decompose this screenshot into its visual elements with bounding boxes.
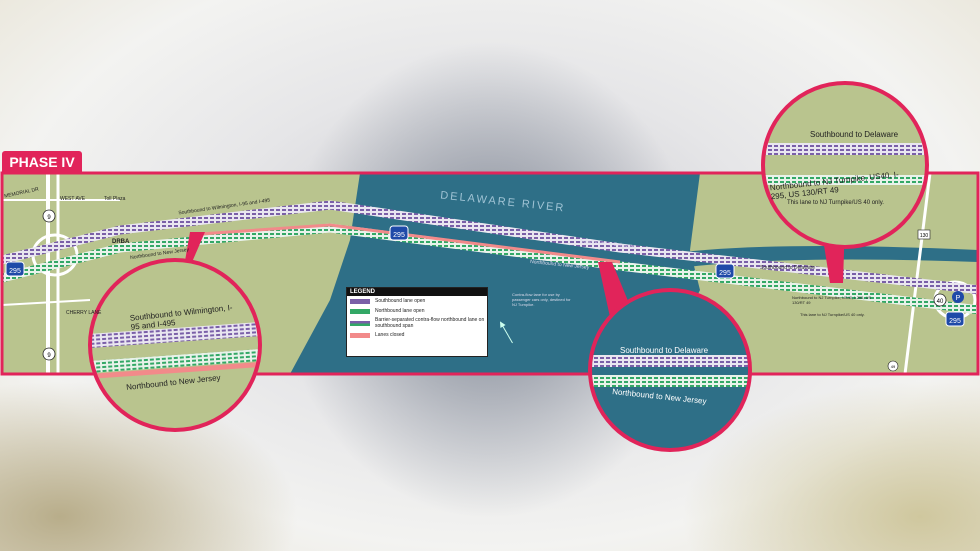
callout-left <box>88 258 262 432</box>
cherry-lane-label: CHERRY LANE <box>66 310 102 316</box>
toll-plaza-label: Toll Plaza <box>104 196 126 202</box>
us-route-shield-icon: 9 <box>42 347 56 361</box>
contra-flow-note: Contra-flow lane for use by passenger ca… <box>512 292 571 307</box>
us-route-shield-icon: 40 <box>933 293 947 307</box>
callout-center <box>588 288 752 452</box>
road-rt130 <box>903 173 932 374</box>
route-shield-icon: 130 <box>917 229 931 240</box>
svg-text:9: 9 <box>47 215 51 221</box>
svg-text:295: 295 <box>393 232 405 239</box>
legend-item: Barrier-separated contra-flow northbound… <box>347 316 487 330</box>
parking-icon: P <box>952 291 964 303</box>
svg-text:P: P <box>956 295 961 302</box>
svg-text:295: 295 <box>9 268 21 275</box>
map-frame <box>0 171 980 376</box>
interstate-shield-icon: 295 <box>715 263 735 279</box>
callout-center-sb-label: Southbound to Delaware <box>620 346 709 355</box>
callout-right-sb-label: Southbound to Delaware <box>810 130 899 139</box>
svg-text:40: 40 <box>937 299 944 305</box>
legend-item: Northbound lane open <box>347 306 487 316</box>
interstate-shield-icon: 295 <box>945 311 965 327</box>
legend-item: Southbound lane open <box>347 296 487 306</box>
svg-text:130: 130 <box>920 233 929 239</box>
north-arrow-icon <box>500 321 513 344</box>
svg-text:295: 295 <box>949 318 961 325</box>
southbound-swatch-icon <box>350 298 370 304</box>
closed-lane <box>199 223 621 264</box>
callout-right <box>761 81 929 249</box>
contra-flow-swatch-icon <box>350 320 370 326</box>
sb-delaware-label: Southbound to Delaware <box>760 265 816 271</box>
legend-item: Lanes closed <box>347 330 487 340</box>
northbound-swatch-icon <box>350 308 370 314</box>
us-route-shield-icon: 9 <box>42 209 56 223</box>
nb-turnpike-label: Northbound to NJ Turnpike, US40, I-295, … <box>792 295 872 305</box>
svg-text:49: 49 <box>891 364 896 369</box>
legend: LEGEND Southbound lane open Northbound l… <box>346 287 488 357</box>
interstate-shield-icon: 295 <box>5 261 25 277</box>
turnpike-note: This lane to NJ Turnpike/US 40 only. <box>800 312 865 317</box>
callout-right-note: This lane to NJ Turnpike/US 40 only. <box>787 200 884 206</box>
legend-title: LEGEND <box>347 288 487 296</box>
svg-text:9: 9 <box>47 353 51 359</box>
west-ave-label: WEST AVE <box>60 196 86 202</box>
road-cherry-lane <box>2 299 91 306</box>
interstate-shield-icon: 295 <box>389 225 409 241</box>
route-shield-icon: 49 <box>887 360 899 372</box>
phase-label: PHASE IV <box>2 151 82 173</box>
drba-label: DRBA <box>112 239 130 245</box>
northbound-span <box>2 223 978 315</box>
southbound-span <box>2 200 978 295</box>
svg-text:295: 295 <box>719 270 731 277</box>
closed-swatch-icon <box>350 332 370 338</box>
